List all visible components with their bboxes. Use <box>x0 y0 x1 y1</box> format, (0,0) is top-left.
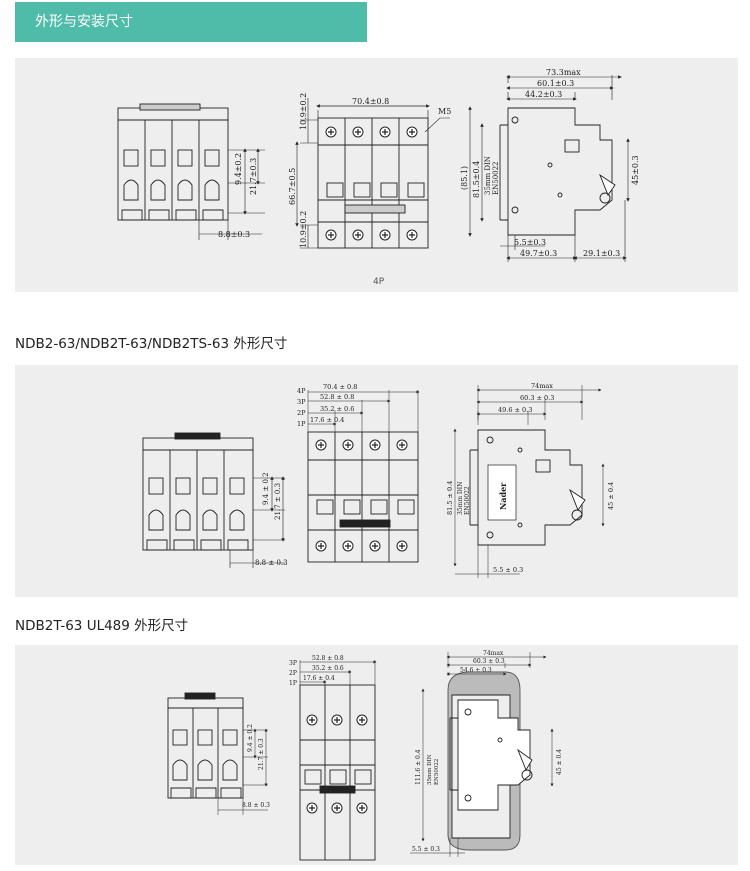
s1-front-w: 70.4±0.8 <box>352 97 389 106</box>
s3-side-wmax: 74max <box>483 650 504 657</box>
s2-side-h: 81.5 ± 0.4 <box>446 481 454 515</box>
s1-side-din2: EN50022 <box>492 161 500 195</box>
section-header-title: 外形与安装尺寸 <box>35 14 133 30</box>
panel-4p <box>15 58 738 292</box>
drawing-4p-front <box>295 98 450 249</box>
s3-side-h: 111.6 ± 0.4 <box>415 749 422 785</box>
section-header: 外形与安装尺寸 <box>15 2 367 42</box>
s1-label-4p: 4P <box>373 277 385 287</box>
s1-front-h-bot: 10.9±0.2 <box>299 211 308 248</box>
s2-back-d1: 9.4 ± 0.2 <box>262 472 270 505</box>
s1-side-wmax: 73.3max <box>546 68 581 77</box>
s2-side-hright: 45 ± 0.4 <box>607 482 615 510</box>
drawing-ndb2-front <box>307 390 420 563</box>
screws-4p <box>325 126 418 241</box>
drawing-4p-side <box>468 75 630 262</box>
s2-label-1p: 1P <box>297 420 306 428</box>
s1-back-d2: 21.7±0.3 <box>249 158 258 195</box>
s3-label-3p: 3P <box>289 660 297 667</box>
s2-side-w1: 60.3 ± 0.3 <box>520 394 554 402</box>
s1-side-w2: 44.2±0.3 <box>525 90 562 99</box>
s1-side-din1: 35mm DIN <box>484 156 492 195</box>
s3-dim-2p: 35.2 ± 0.6 <box>312 665 344 672</box>
drawing-ndb2-back <box>142 432 285 568</box>
panel-ndb2 <box>15 365 738 597</box>
s2-dim-3p: 52.8 ± 0.8 <box>320 393 354 401</box>
s1-side-w1: 60.1±0.3 <box>537 79 574 88</box>
drawing-4p-back <box>117 103 265 240</box>
drawing-ul489-side <box>410 652 554 857</box>
s2-label-4p: 4P <box>297 387 306 395</box>
s1-back-d1: 9.4±0.2 <box>234 153 243 185</box>
s2-side-brand: Nader <box>498 482 508 510</box>
screws-ul489 <box>306 714 368 814</box>
s3-back-d1: 9.4 ± 0.2 <box>247 724 254 752</box>
s1-side-b2: 49.7±0.3 <box>520 249 557 258</box>
s2-label-2p: 2P <box>297 409 306 417</box>
s3-side-b1: 5.5 ± 0.3 <box>412 846 440 853</box>
s2-dim-4p: 70.4 ± 0.8 <box>323 383 357 391</box>
s2-side-din1: 35mm DIN <box>457 482 464 515</box>
s3-side-w2: 54.6 ± 0.3 <box>460 667 492 674</box>
s1-side-hdin: 81.5±0.4 <box>472 161 481 198</box>
s3-dim-1p: 17.6 ± 0.4 <box>303 675 335 682</box>
s3-label-2p: 2P <box>289 670 297 677</box>
s2-side-wmax: 74max <box>531 382 553 390</box>
section-title-ndb2: NDB2-63/NDB2T-63/NDB2TS-63 外形尺寸 <box>15 336 288 352</box>
s3-label-1p: 1P <box>289 680 297 687</box>
s3-side-din1: 35mm DIN <box>427 754 433 785</box>
s1-side-hright: 45±0.3 <box>631 155 640 185</box>
s2-label-3p: 3P <box>297 398 306 406</box>
s3-dim-3p: 52.8 ± 0.8 <box>312 655 344 662</box>
s1-side-b3: 29.1±0.3 <box>583 249 620 258</box>
s3-side-w1: 60.3 ± 0.3 <box>473 658 505 665</box>
s2-back-pitch: 8.8 ± 0.3 <box>255 559 288 567</box>
drawing-ul489-front <box>299 660 377 861</box>
s3-back-d2: 21.7 ± 0.3 <box>258 738 265 770</box>
s2-side-b1: 5.5 ± 0.3 <box>493 566 523 574</box>
drawing-ndb2-side <box>453 385 605 578</box>
panel-ul489 <box>15 645 738 865</box>
s3-back-pitch: 8.8 ± 0.3 <box>242 802 270 809</box>
s2-back-d2: 21.7 ± 0.3 <box>274 483 282 520</box>
section-title-ul489: NDB2T-63 UL489 外形尺寸 <box>15 618 189 634</box>
s2-side-w2: 49.6 ± 0.3 <box>498 406 532 414</box>
drawing-ul489-back <box>167 692 268 815</box>
screws-ndb2 <box>315 439 408 552</box>
s1-side-b1: 5.5±0.3 <box>514 238 546 247</box>
s3-side-din2: EN50022 <box>434 759 440 785</box>
s1-front-h-mid: 66.7±0.5 <box>288 168 297 205</box>
s1-back-pitch: 8.8±0.3 <box>218 230 250 239</box>
s2-dim-1p: 17.6 ± 0.4 <box>310 416 344 424</box>
s1-front-screw: M5 <box>438 107 451 116</box>
s2-dim-2p: 35.2 ± 0.6 <box>320 405 354 413</box>
s3-side-hright: 45 ± 0.4 <box>556 749 563 775</box>
s2-side-din2: EN50022 <box>464 486 471 515</box>
s1-front-h-top: 10.9±0.2 <box>299 93 308 130</box>
s1-side-htotal: (85.1) <box>460 166 469 190</box>
